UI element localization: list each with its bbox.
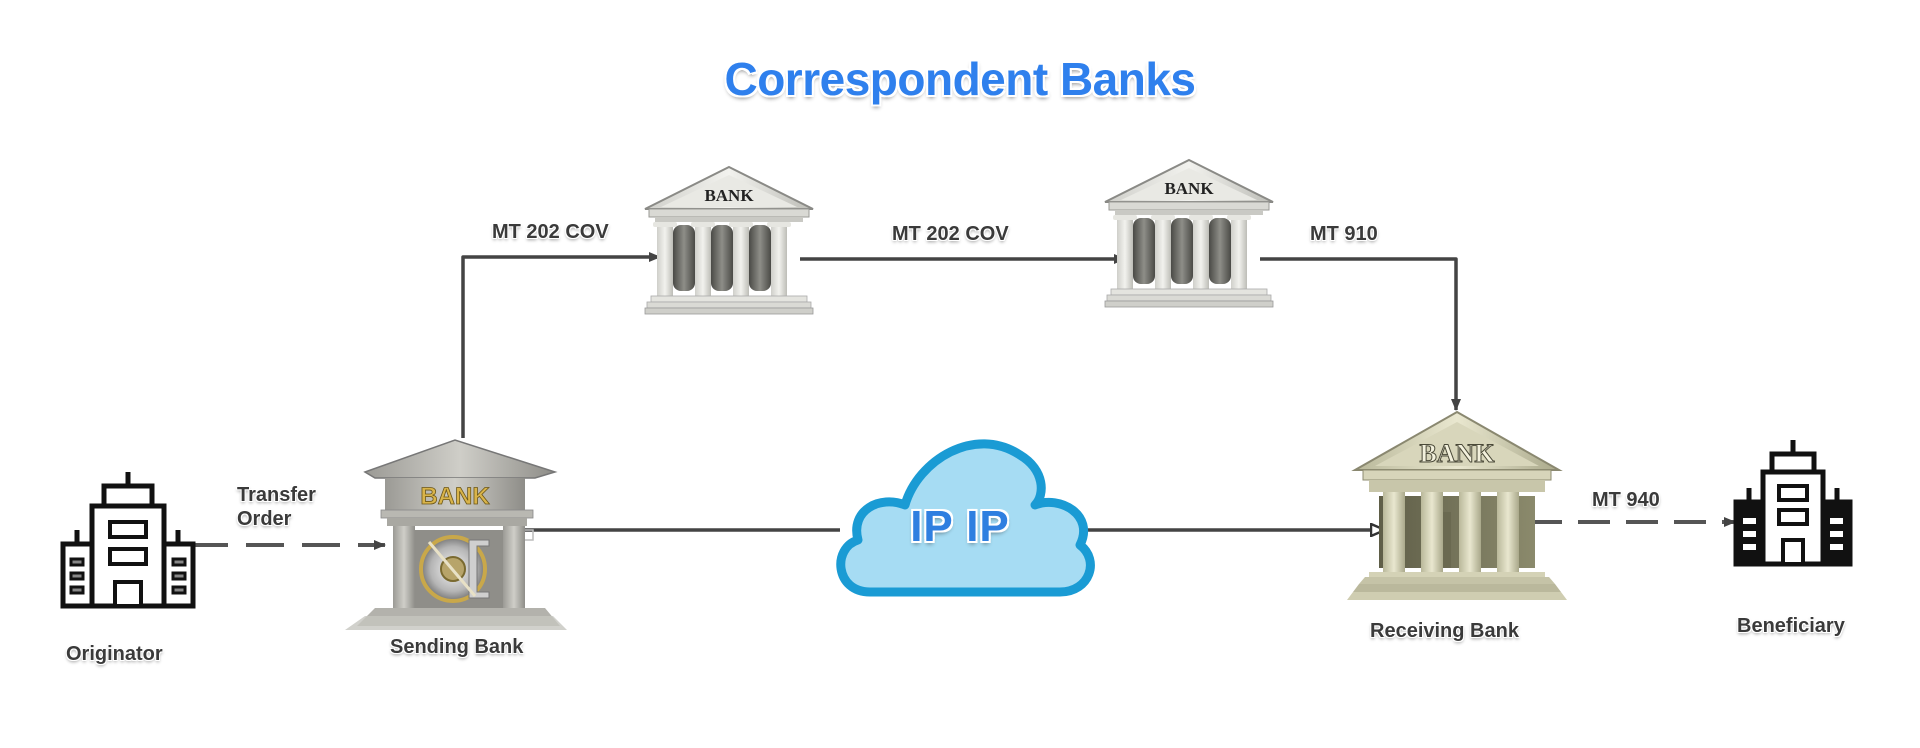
edge-label-mt202cov-2: MT 202 COV — [892, 223, 1009, 245]
office-building-icon — [1733, 440, 1853, 567]
node-label-originator: Originator — [66, 643, 163, 665]
edge-label-mt910: MT 910 — [1310, 223, 1378, 245]
sending-bank-icon[interactable]: BANK — [345, 439, 567, 630]
edge-label-order: Order — [237, 508, 292, 530]
network-cloud-icon — [836, 439, 1095, 597]
bank-sign: BANK — [704, 186, 754, 205]
diagram-title: Correspondent Banks — [724, 53, 1196, 105]
edge-correspondent-2-to-receiving-bank — [1260, 257, 1461, 411]
edge-label-mt940: MT 940 — [1592, 489, 1660, 511]
edge-sending-to-correspondent-1 — [461, 252, 661, 438]
node-label-sending-bank: Sending Bank — [390, 636, 524, 658]
node-label-receiving-bank: Receiving Bank — [1370, 620, 1519, 642]
office-building-icon — [60, 472, 196, 609]
bank-sign: BANK — [1164, 179, 1214, 198]
bank-sign: BANK — [1419, 439, 1495, 468]
node-label-beneficiary: Beneficiary — [1737, 615, 1845, 637]
edge-sending-bank-to-cloud — [520, 528, 840, 541]
bank-sign: BANK — [420, 483, 490, 510]
edge-label-mt202cov-1: MT 202 COV — [492, 221, 609, 243]
correspondent-bank-2-icon[interactable]: BANK — [1104, 158, 1274, 308]
edge-label-transfer: Transfer — [237, 484, 316, 506]
cloud-label: IP IP — [910, 502, 1010, 551]
correspondent-bank-1-icon[interactable]: BANK — [644, 165, 814, 315]
receiving-bank-icon[interactable]: BANK — [1347, 410, 1567, 600]
